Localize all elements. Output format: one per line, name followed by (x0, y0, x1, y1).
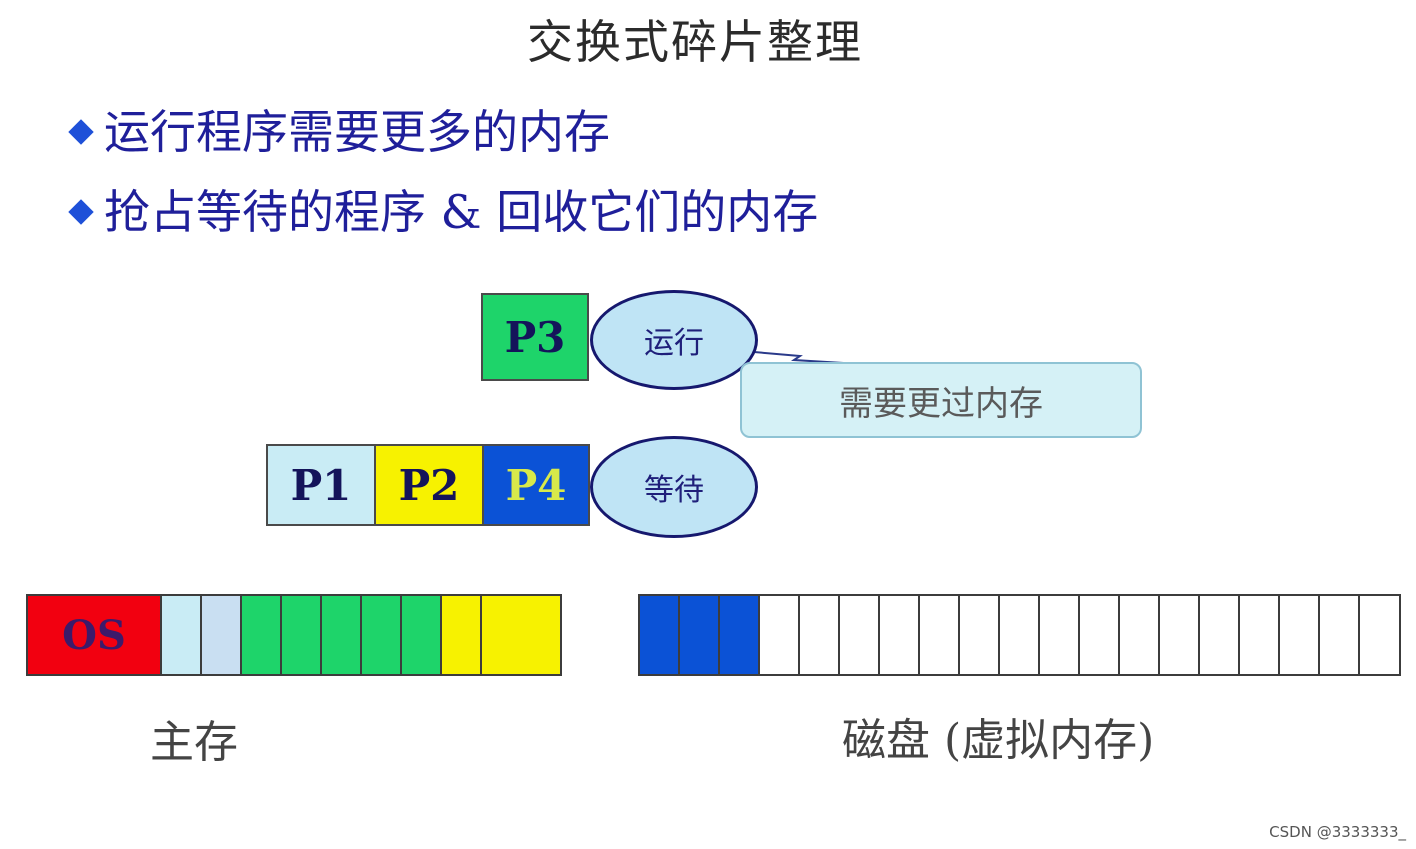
state-waiting-ellipse: 等待 (590, 436, 758, 538)
memory-cell-p2 (482, 596, 560, 674)
bullet-run-needs-memory: 运行程序需要更多的内存 (66, 96, 610, 162)
diamond-bullet-icon (68, 199, 94, 225)
watermark: CSDN @3333333_ (1269, 823, 1406, 841)
memory-cell-p1 (162, 596, 202, 674)
memory-cell-p3 (402, 596, 442, 674)
disk-cell-empty (1000, 596, 1040, 674)
bullet-text: 运行程序需要更多的内存 (104, 105, 610, 159)
disk-cell-empty (880, 596, 920, 674)
memory-cell-os: OS (28, 596, 162, 674)
main-memory-strip: OS (26, 594, 562, 676)
disk-cell-empty (1200, 596, 1240, 674)
bullet-text: 抢占等待的程序 & 回收它们的内存 (104, 185, 819, 239)
disk-cell-p4 (640, 596, 680, 674)
bullet-preempt-waiting: 抢占等待的程序 & 回收它们的内存 (66, 176, 818, 242)
disk-cell-empty (1360, 596, 1399, 674)
main-memory-caption: 主存 (150, 717, 238, 768)
state-running-ellipse: 运行 (590, 290, 758, 390)
memory-cell-p3 (282, 596, 322, 674)
disk-cell-empty (1240, 596, 1280, 674)
disk-cell-empty (960, 596, 1000, 674)
disk-cell-empty (800, 596, 840, 674)
disk-caption: 磁盘 (虚拟内存) (842, 715, 1155, 766)
disk-cell-empty (1120, 596, 1160, 674)
memory-needed-callout: 需要更过内存 (740, 362, 1142, 438)
diamond-bullet-icon (68, 119, 94, 145)
disk-cell-empty (840, 596, 880, 674)
memory-cell-p3 (242, 596, 282, 674)
process-p1: P1 (266, 444, 376, 526)
memory-cell-p2 (442, 596, 482, 674)
disk-cell-empty (1160, 596, 1200, 674)
process-p3: P3 (481, 293, 589, 381)
disk-cell-empty (1280, 596, 1320, 674)
memory-cell-p1 (202, 596, 242, 674)
process-p4: P4 (482, 444, 590, 526)
disk-strip (638, 594, 1401, 676)
process-p2: P2 (374, 444, 484, 526)
disk-cell-empty (920, 596, 960, 674)
memory-cell-p3 (362, 596, 402, 674)
disk-cell-p4 (720, 596, 760, 674)
disk-cell-empty (1040, 596, 1080, 674)
disk-cell-empty (1320, 596, 1360, 674)
disk-cell-empty (1080, 596, 1120, 674)
slide-title: 交换式碎片整理 (527, 15, 863, 69)
disk-cell-empty (760, 596, 800, 674)
memory-cell-p3 (322, 596, 362, 674)
disk-cell-p4 (680, 596, 720, 674)
